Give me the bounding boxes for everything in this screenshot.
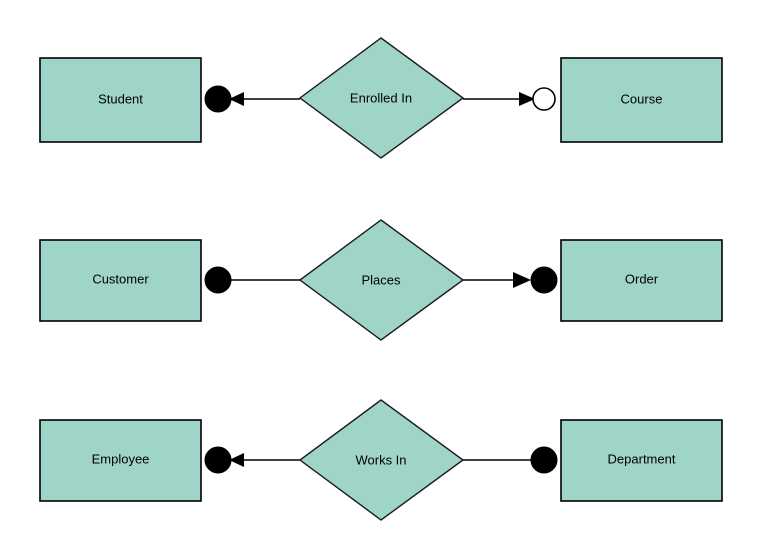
relationship-node-places[interactable]: Places [298, 219, 465, 341]
er-row-2: Customer Places Order [39, 219, 723, 341]
relationship-label-works-in: Works In [355, 452, 406, 467]
entity-node-customer[interactable]: Customer [39, 239, 202, 322]
entity-label-student: Student [98, 91, 143, 106]
relationship-diamond-enrolled-in[interactable] [298, 37, 465, 159]
arrow-head-left-employee [229, 453, 244, 467]
arrow-head-right-order [513, 272, 531, 288]
entity-node-order[interactable]: Order [560, 239, 723, 322]
entity-rect-employee[interactable] [39, 419, 202, 502]
entity-label-department: Department [608, 451, 676, 466]
cardinality-marker-filled-circle-customer[interactable] [204, 266, 232, 294]
relationship-diamond-works-in[interactable] [298, 399, 465, 521]
entity-rect-customer[interactable] [39, 239, 202, 322]
arrow-head-right-course [519, 92, 535, 106]
entity-label-employee: Employee [92, 451, 150, 466]
entity-rect-course[interactable] [560, 57, 723, 143]
relationship-diamond-places[interactable] [298, 219, 465, 341]
entity-label-customer: Customer [92, 271, 149, 286]
entity-rect-department[interactable] [560, 419, 723, 502]
entity-node-department[interactable]: Department [560, 419, 723, 502]
cardinality-marker-filled-circle-employee[interactable] [204, 446, 232, 474]
relationship-label-enrolled-in: Enrolled In [350, 90, 412, 105]
entity-node-course[interactable]: Course [560, 57, 723, 143]
cardinality-marker-filled-circle-student[interactable] [204, 85, 232, 113]
relationship-label-places: Places [361, 272, 401, 287]
cardinality-marker-filled-circle-department[interactable] [530, 446, 558, 474]
relationship-node-works-in[interactable]: Works In [298, 399, 465, 521]
entity-rect-student[interactable] [39, 57, 202, 143]
cardinality-marker-filled-circle-order[interactable] [530, 266, 558, 294]
er-row-1: Student Enrolled In Course [39, 37, 723, 159]
arrow-head-left-student [229, 92, 244, 106]
entity-rect-order[interactable] [560, 239, 723, 322]
entity-label-order: Order [625, 271, 659, 286]
entity-label-course: Course [621, 91, 663, 106]
entity-node-employee[interactable]: Employee [39, 419, 202, 502]
entity-node-student[interactable]: Student [39, 57, 202, 143]
relationship-node-enrolled-in[interactable]: Enrolled In [298, 37, 465, 159]
er-row-3: Employee Works In Department [39, 399, 723, 521]
cardinality-marker-hollow-circle-course[interactable] [532, 87, 556, 111]
